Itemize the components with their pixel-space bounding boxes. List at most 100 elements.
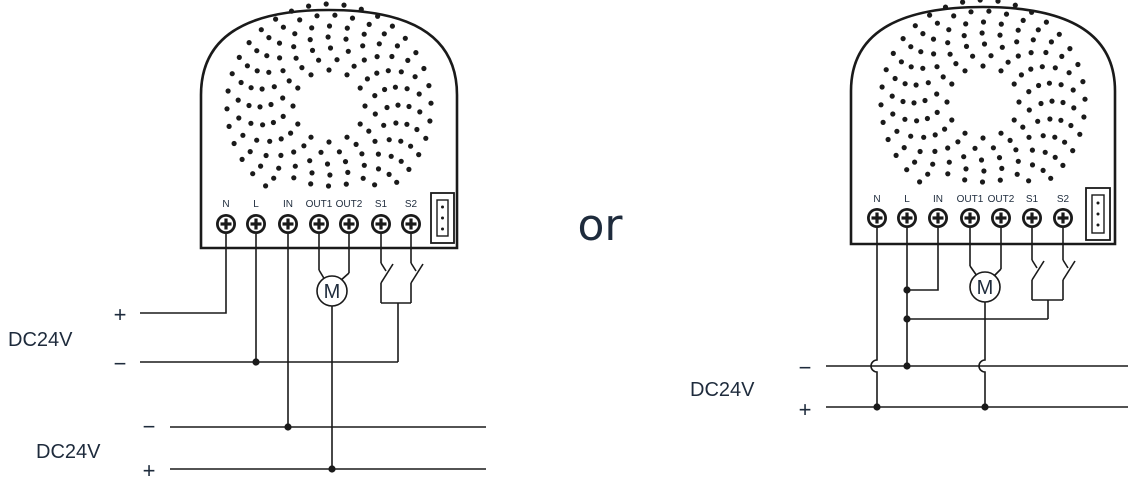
grille-dot [413, 50, 419, 56]
right-terminal-label-l: L [904, 194, 910, 205]
grille-dot [920, 65, 926, 71]
grille-dot [402, 35, 408, 41]
grille-dot [878, 102, 884, 108]
left-supply1-plus: + [114, 302, 127, 327]
grille-dot [1029, 162, 1036, 168]
grille-dot [990, 145, 997, 151]
grille-dot [248, 120, 254, 126]
left-supply1-minus: − [114, 351, 127, 376]
grille-dot [259, 86, 265, 92]
left-terminal-label-l: L [253, 199, 259, 210]
grille-dot [1012, 2, 1018, 8]
left-supply2-plus: + [143, 458, 156, 482]
grille-dot [1080, 79, 1086, 85]
grille-dot [268, 101, 274, 108]
grille-dot [393, 120, 399, 126]
grille-dot [931, 51, 937, 57]
grille-dot [366, 128, 372, 134]
grille-dot [307, 37, 313, 43]
grille-dot [1015, 158, 1021, 164]
grille-dot [353, 141, 359, 147]
grille-dot [961, 154, 967, 160]
grille-dot [1052, 154, 1058, 160]
left-wires [140, 234, 486, 470]
grille-dot [416, 152, 422, 158]
grille-dot [389, 23, 395, 29]
grille-dot [1020, 124, 1026, 130]
grille-dot [349, 15, 356, 21]
grille-dot [902, 81, 908, 87]
grille-dot [224, 106, 230, 112]
grille-dot [375, 151, 381, 157]
grille-dot [280, 95, 286, 101]
grille-dot [372, 138, 378, 144]
grille-dot [1011, 81, 1017, 87]
grille-dot [1082, 96, 1088, 102]
grille-dot [997, 32, 1003, 38]
grille-dot [231, 140, 237, 147]
grille-dot [288, 130, 294, 136]
grille-dot [278, 152, 284, 158]
grille-dot [236, 115, 242, 121]
left-connector-icon [430, 192, 455, 244]
grille-dot [258, 27, 264, 33]
grille-dot [376, 41, 382, 47]
grille-dot [1059, 53, 1065, 60]
grille-dot [946, 159, 952, 165]
grille-dot [1052, 65, 1058, 71]
grille-dot [270, 119, 276, 126]
grille-dot [1060, 99, 1066, 106]
grille-dot [1013, 147, 1019, 153]
terminal-screw-icon [246, 214, 266, 234]
grille-dot [239, 156, 245, 162]
grille-dot [1043, 49, 1049, 56]
right-terminal-label-in: IN [933, 194, 943, 205]
grille-dot [404, 86, 410, 92]
grille-dot [332, 12, 338, 18]
left-speaker-grille [224, 1, 434, 189]
left-terminal-label-out1: OUT1 [306, 199, 333, 210]
grille-dot [428, 100, 434, 106]
grille-dot [280, 24, 286, 30]
right-motor-label: M [977, 277, 994, 299]
grille-dot [426, 83, 432, 89]
grille-dot [264, 53, 270, 59]
left-wiring-diagram: N L IN OUT1 OUT2 S1 S2 [8, 1, 486, 482]
left-supply2-minus: − [143, 414, 156, 439]
grille-dot [918, 49, 924, 55]
grille-dot [902, 116, 908, 122]
grille-dot [235, 97, 241, 103]
grille-dot [930, 161, 936, 167]
grille-dot [388, 153, 394, 159]
grille-dot [942, 126, 948, 132]
grille-dot [890, 50, 896, 57]
grille-dot [361, 57, 367, 63]
grille-dot [244, 63, 250, 69]
grille-dot [970, 53, 976, 59]
grille-dot [427, 118, 433, 124]
grille-dot [1014, 171, 1020, 177]
grille-dot [934, 64, 940, 70]
grille-dot [1060, 162, 1066, 168]
grille-dot [1005, 59, 1011, 65]
grille-dot [276, 40, 283, 46]
grille-dot [327, 172, 333, 178]
grille-dot [278, 136, 284, 142]
grille-dot [290, 103, 296, 109]
grille-dot [889, 93, 895, 99]
grille-dot [361, 162, 367, 168]
grille-dot [921, 134, 927, 140]
grille-dot [406, 166, 412, 172]
grille-dot [980, 63, 986, 69]
grille-dot [1058, 117, 1064, 123]
terminal-screw-icon [1022, 208, 1042, 228]
grille-dot [248, 85, 254, 91]
right-terminal-label-n: N [873, 194, 880, 205]
grille-dot [374, 70, 380, 76]
grille-dot [266, 69, 272, 75]
grille-dot [392, 84, 398, 90]
grille-dot [981, 168, 987, 174]
grille-dot [932, 148, 938, 154]
grille-dot [398, 158, 404, 164]
grille-dot [374, 54, 380, 60]
